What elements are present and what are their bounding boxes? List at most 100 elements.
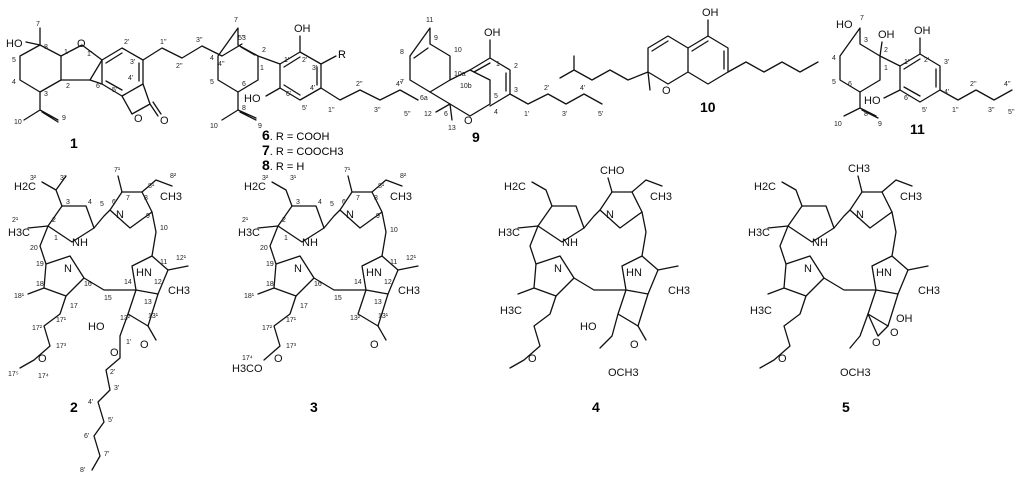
locant: 18 [266,281,274,288]
ether-oxygen-label: O [77,38,86,50]
locant: 10 [160,225,168,232]
methoxy-label: H3CO [232,363,263,375]
locant: 7 [126,195,130,202]
methyl-label: H3C [238,227,260,239]
locant: 14 [354,279,362,286]
locant: 8 [44,44,48,51]
peroxide-oxygen-label: O [890,327,899,339]
locant: 5 [210,79,214,86]
locants-compound-11: 7 3 2 1 6 5 4 8 9 10 1' 2' 3' 4' 5' 6' 1… [832,15,1015,128]
locant: 12 [154,279,162,286]
locant: 7¹ [344,167,351,174]
locant: 6' [904,95,909,102]
locant: 13 [448,125,456,132]
locant: 3 [514,87,518,94]
vinyl-label: H2C [504,181,526,193]
compound-id: 3 [310,399,318,415]
locant: 3'' [196,37,203,44]
locant: 18¹ [244,293,255,300]
locant: 8 [400,49,404,56]
locant: 4 [318,199,322,206]
locant: 2' [124,39,129,46]
locant: 5'' [238,35,245,42]
locant: 9 [62,115,66,122]
locant: 1 [260,65,264,72]
methyl-label: CH3 [918,285,940,297]
ester-oxygen-label: O [38,353,47,365]
locant: 9 [434,35,438,42]
locant: 12 [384,279,392,286]
locant: 4'' [396,81,403,88]
locant: 7 [36,21,40,28]
locant: 4' [944,89,949,96]
locant: 4 [88,199,92,206]
hydroxyl-label: HO [580,321,597,333]
locant: 17⁴ [242,355,253,362]
locant: 10 [454,47,462,54]
locant: 7 [860,15,864,22]
ethyl-label: CH3 [900,191,922,203]
locant: 3' [944,59,949,66]
ester-oxygen-label: O [274,353,283,365]
carbonyl-oxygen-label: O [630,339,639,351]
locant: 13¹ [378,313,389,320]
carbonyl-oxygen-label: O [370,339,379,351]
peroxide-oxygen-label: O [872,337,881,349]
locant: 17² [262,325,273,332]
locant: 8¹ [148,183,155,190]
locant: 15 [104,295,112,302]
variant-6: 6. R = COOH [262,127,329,143]
locants-compound-9: 11 8 9 10 10a 10b 7 6a 6 12 13 1 2 3 4 5… [400,17,603,132]
ester-oxygen-label: O [778,353,787,365]
locant: 12¹ [176,255,187,262]
pyrrole-hn-label: HN [366,267,382,279]
ethyl-label: CH3 [160,191,182,203]
locant: 2' [110,369,115,376]
pyrrole-nh-label: NH [72,237,88,249]
locant: 2 [52,217,56,224]
locant: 7' [104,451,109,458]
structure-compound-4: H2C H3C NH N HN N CHO CH3 CH3 H3C O HO O… [498,165,690,415]
locant: 7 [356,195,360,202]
methyl-label: CH3 [668,285,690,297]
locant: 2 [66,83,70,90]
locant: 3' [312,65,317,72]
pyrrole-n-label: N [294,263,302,275]
locant: 1'' [328,107,335,114]
hydroxyl-label: OH [294,23,311,35]
locant: 14 [124,279,132,286]
locant: 8 [864,111,868,118]
locant: 17³ [286,343,297,350]
locant: 3¹ [60,175,67,182]
locant: 17² [32,325,43,332]
structure-compound-11: HO OH OH HO 7 3 2 1 6 5 4 8 9 10 1' 2' 3… [832,15,1015,137]
locant: 10b [460,83,472,90]
locant: 8 [374,195,378,202]
pyrrole-n-label: N [554,263,562,275]
locant: 4 [494,109,498,116]
hydroxyl-label: HO [88,321,105,333]
hydroxyl-label: OH [878,29,895,41]
locant: 5' [302,105,307,112]
carbonyl-oxygen-label: O [140,339,149,351]
hydroxyl-label: HO [836,19,853,31]
pyrrole-nh-label: NH [302,237,318,249]
methyl-label: CH3 [168,285,190,297]
locant: 4' [88,399,93,406]
locant: 17¹ [56,317,67,324]
methyl-label: H3C [750,305,772,317]
vinyl-label: H2C [14,181,36,193]
locant: 3' [114,385,119,392]
locant: 17⁴ [38,373,49,380]
locant: 5 [100,201,104,208]
locant: 13² [350,315,361,322]
locant: 3 [242,35,246,42]
locant: 10 [14,119,22,126]
locant: 5' [922,107,927,114]
locant: 11 [426,17,433,24]
locant: 6' [286,91,291,98]
locant: 4 [210,55,214,62]
r-group-label: R [338,49,346,61]
locant: 10 [210,123,218,130]
hydroxyl-label: HO [244,93,261,105]
